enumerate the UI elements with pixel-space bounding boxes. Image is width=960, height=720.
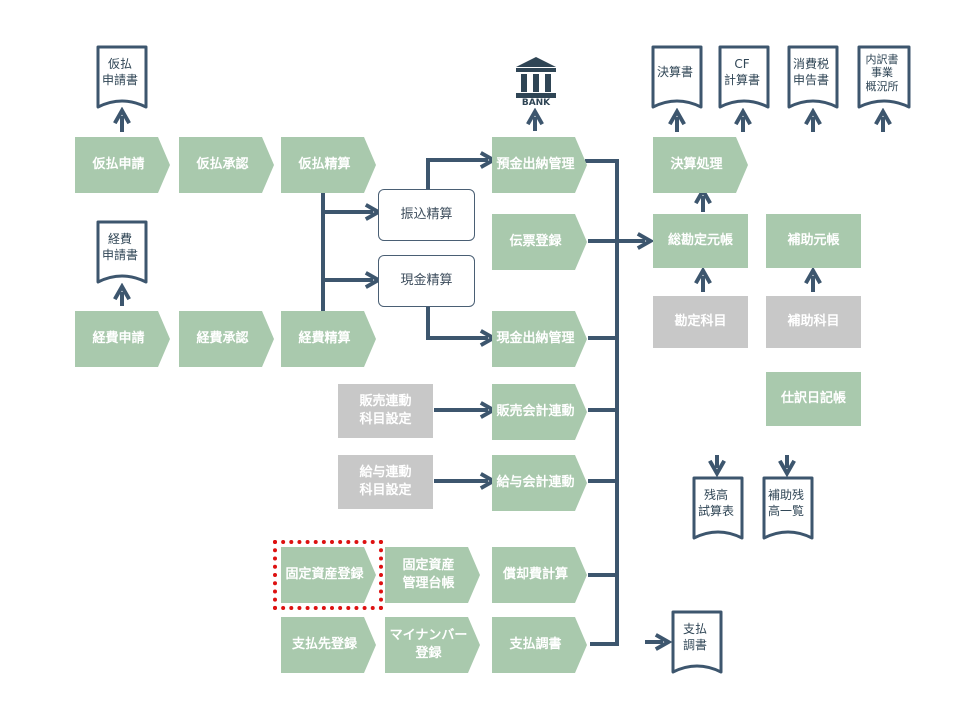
node-karibarai-seisan[interactable]: 仮払精算: [281, 137, 376, 193]
doc-keihi-shinseisho: 経費申請書: [96, 220, 148, 284]
node-genkin-seisan[interactable]: 現金精算: [378, 255, 475, 307]
node-hanbai-renkei-kamoku[interactable]: 販売連動科目設定: [338, 384, 433, 438]
doc-kessansho: 決算書: [651, 45, 703, 109]
node-kyuyo-renkei-kamoku[interactable]: 給与連動科目設定: [338, 455, 433, 509]
doc-zandaka-shisanhyo: 残高試算表: [692, 476, 744, 540]
node-keihi-shonin[interactable]: 経費承認: [179, 311, 274, 367]
node-karibarai-shinsei[interactable]: 仮払申請: [75, 137, 170, 193]
node-hanbai-kaikei[interactable]: 販売会計連動: [492, 384, 587, 440]
node-kotei-daicho[interactable]: 固定資産管理台帳: [385, 547, 480, 603]
doc-karibarai-shinseisho: 仮払申請書: [96, 45, 148, 109]
node-denpyo-toroku[interactable]: 伝票登録: [492, 214, 587, 270]
node-kyuyo-kaikei[interactable]: 給与会計連動: [492, 455, 587, 511]
highlight-dashed-frame: [273, 540, 383, 610]
node-furikomi-seisan[interactable]: 振込精算: [378, 189, 475, 241]
node-shiwake[interactable]: 仕訳日記帳: [766, 372, 861, 426]
bank-label: BANK: [521, 98, 551, 108]
node-keihi-shinsei[interactable]: 経費申請: [75, 311, 170, 367]
node-keihi-seisan[interactable]: 経費精算: [281, 311, 376, 367]
node-yokin-suito[interactable]: 預金出納管理: [492, 137, 587, 193]
doc-shiharai-chosho: 支払調書: [671, 610, 723, 674]
node-genkin-suito[interactable]: 現金出納管理: [492, 311, 587, 367]
node-shiharaisaki[interactable]: 支払先登録: [281, 617, 376, 673]
node-karibarai-shonin[interactable]: 仮払承認: [179, 137, 274, 193]
doc-uchiwakesho: 内訳書事業概況所: [857, 45, 911, 109]
node-kotei-toroku[interactable]: 固定資産登録: [281, 547, 376, 603]
node-mynumber[interactable]: マイナンバー登録: [385, 617, 480, 673]
node-shiharai-chosho[interactable]: 支払調書: [492, 617, 587, 673]
doc-shohizei-shinkokusho: 消費税申告書: [787, 45, 839, 109]
node-hojo-kamoku[interactable]: 補助科目: [766, 296, 861, 348]
node-hojo-motocho[interactable]: 補助元帳: [766, 214, 861, 268]
node-kanjo-kamoku[interactable]: 勘定科目: [653, 296, 748, 348]
node-kessan-shori[interactable]: 決算処理: [653, 137, 748, 193]
node-shokyaku[interactable]: 償却費計算: [492, 547, 587, 603]
bank-icon: BANK: [512, 55, 560, 111]
doc-hojo-zandaka-ichiran: 補助残高一覧: [762, 476, 814, 540]
node-sokanjo[interactable]: 総勘定元帳: [653, 214, 748, 268]
